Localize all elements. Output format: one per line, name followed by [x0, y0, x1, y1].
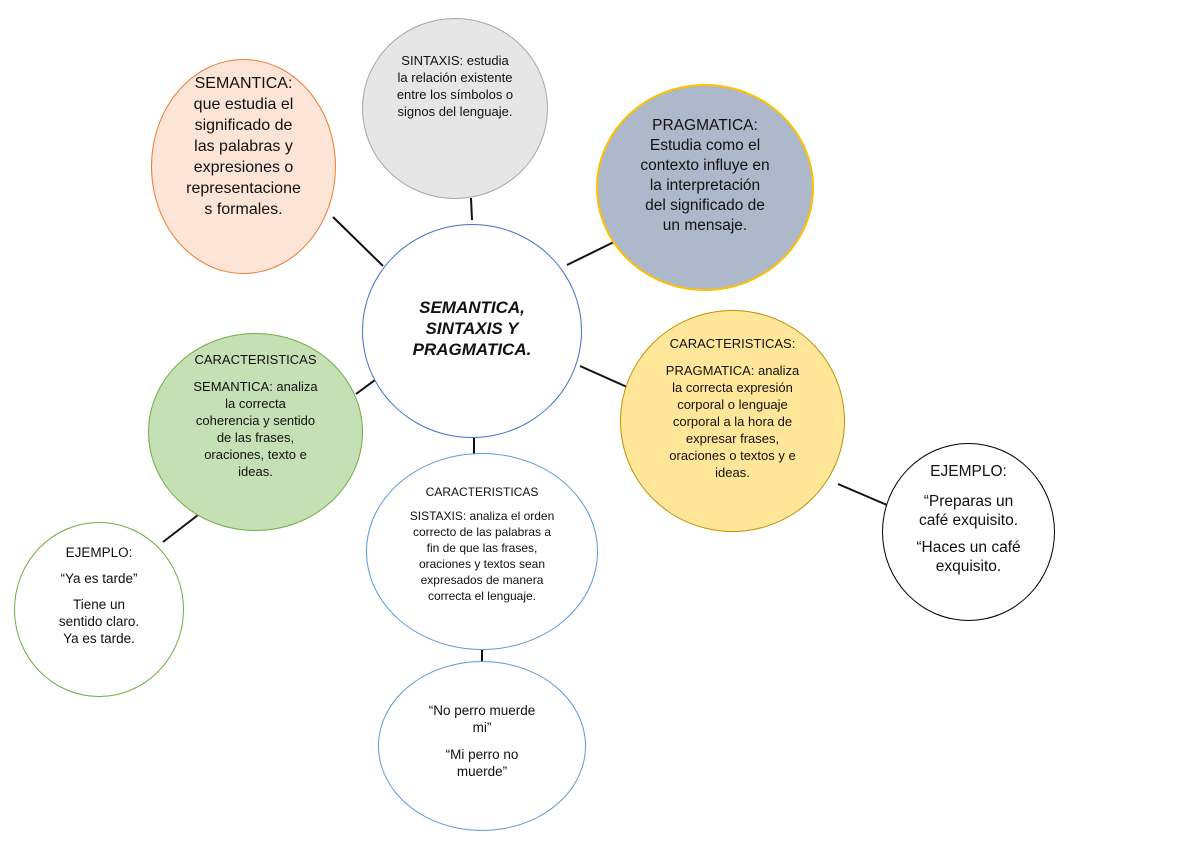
link-caract-semantica-ejemplo: [162, 514, 199, 543]
caract-pragmatica-line-6: oraciones o textos y e: [669, 448, 796, 463]
link-center-pragmatica: [566, 239, 619, 266]
link-center-caract-pragmatica: [579, 365, 628, 388]
caract-pragmatica-node: CARACTERISTICAS: PRAGMATICA: analiza la …: [620, 310, 845, 532]
ejemplo-semantica-line-2: sentido claro.: [58, 614, 140, 629]
caract-sintaxis-line-5: expresados de manera: [420, 572, 544, 587]
caract-semantica-heading: CARACTERISTICAS: [194, 351, 317, 367]
ejemplo-semantica-line-1: Tiene un: [72, 597, 126, 612]
semantica-line-6: representacione: [186, 180, 301, 197]
ejemplo-pragmatica-para2-line-2: exquisito.: [935, 558, 1002, 575]
pragmatica-line-4: la interpretación: [649, 176, 761, 194]
link-center-caract-semantica: [355, 379, 376, 395]
semantica-line-5: expresiones o: [193, 159, 294, 176]
caract-pragmatica-line-7: ideas.: [715, 465, 750, 480]
caract-pragmatica-line-4: corporal a la hora de: [672, 414, 793, 429]
center-title-line-3: PRAGMATICA.: [412, 339, 532, 359]
ejemplo-pragmatica-heading: EJEMPLO:: [930, 463, 1007, 480]
ejemplo-pragmatica-para2-line-1: “Haces un café: [916, 539, 1021, 556]
ejemplo-sintaxis-para2-line-1: “Mi perro no: [445, 747, 519, 762]
sintaxis-line-2: la relación existente: [397, 69, 513, 85]
pragmatica-line-1: PRAGMATICA:: [652, 116, 758, 134]
ejemplo-pragmatica-node: EJEMPLO: “Preparas un café exquisito. “H…: [882, 443, 1055, 621]
caract-pragmatica-line-3: corporal o lenguaje: [677, 397, 788, 412]
ejemplo-semantica-quote: “Ya es tarde”: [60, 571, 138, 586]
sintaxis-node: SINTAXIS: estudia la relación existente …: [362, 18, 548, 199]
sintaxis-line-4: signos del lenguaje.: [397, 103, 513, 119]
caract-sintaxis-line-4: oraciones y textos sean: [418, 556, 546, 571]
caract-semantica-line-6: ideas.: [238, 463, 273, 479]
pragmatica-node: PRAGMATICA: Estudia como el contexto inf…: [596, 84, 814, 291]
semantica-line-7: s formales.: [204, 201, 283, 218]
semantica-node: SEMANTICA: que estudia el significado de…: [151, 59, 336, 274]
ejemplo-sintaxis-para1-line-1: “No perro muerde: [428, 703, 536, 718]
ejemplo-sintaxis-para2-line-2: muerde”: [456, 764, 508, 779]
caract-sintaxis-heading: CARACTERISTICAS: [425, 484, 539, 499]
caract-semantica-line-4: de las frases,: [216, 429, 295, 445]
semantica-line-4: las palabras y: [194, 138, 293, 155]
caract-semantica-node: CARACTERISTICAS SEMANTICA: analiza la co…: [148, 333, 363, 531]
semantica-line-2: que estudia el: [193, 96, 294, 113]
caract-semantica-line-2: la correcta: [225, 395, 286, 411]
caract-pragmatica-line-2: la correcta expresión: [672, 380, 793, 395]
caract-semantica-line-1: SEMANTICA: analiza: [193, 378, 318, 394]
pragmatica-line-5: del significado de: [645, 196, 765, 214]
ejemplo-semantica-node: EJEMPLO: “Ya es tarde” Tiene un sentido …: [14, 522, 184, 697]
ejemplo-pragmatica-para1-line-1: “Preparas un: [923, 493, 1014, 510]
link-center-sintaxis: [470, 197, 473, 221]
sintaxis-line-3: entre los símbolos o: [396, 86, 514, 102]
center-title-line-2: SINTAXIS Y: [425, 318, 519, 338]
link-center-semantica: [332, 216, 384, 267]
sintaxis-line-1: SINTAXIS: estudia: [401, 52, 509, 68]
caract-semantica-line-5: oraciones, texto e: [204, 446, 307, 462]
pragmatica-line-2: Estudia como el: [649, 136, 761, 154]
center-node: SEMANTICA, SINTAXIS Y PRAGMATICA.: [362, 224, 582, 438]
semantica-line-1: SEMANTICA:: [194, 75, 293, 92]
pragmatica-line-3: contexto influye en: [640, 156, 770, 174]
caract-sintaxis-line-2: correcto de las palabras a: [412, 524, 552, 539]
ejemplo-pragmatica-para1-line-2: café exquisito.: [918, 512, 1019, 529]
caract-pragmatica-heading: CARACTERISTICAS:: [669, 336, 796, 351]
caract-pragmatica-line-5: expresar frases,: [685, 431, 780, 446]
ejemplo-semantica-heading: EJEMPLO:: [65, 545, 133, 560]
pragmatica-line-6: un mensaje.: [662, 216, 748, 234]
caract-sintaxis-line-6: correcta el lenguaje.: [427, 588, 537, 603]
ejemplo-sintaxis-para1-line-2: mi”: [472, 720, 492, 735]
semantica-line-3: significado de: [194, 117, 293, 134]
caract-sintaxis-line-3: fin de que las frases,: [426, 540, 538, 555]
caract-pragmatica-line-1: PRAGMATICA: analiza: [665, 363, 800, 378]
ejemplo-sintaxis-node: “No perro muerde mi” “Mi perro no muerde…: [378, 661, 586, 831]
ejemplo-semantica-line-3: Ya es tarde.: [63, 631, 135, 646]
caract-sintaxis-line-1: SISTAXIS: analiza el orden: [409, 508, 555, 523]
center-title-line-1: SEMANTICA,: [419, 297, 525, 317]
link-caract-pragmatica-ejemplo: [837, 483, 888, 506]
caract-sintaxis-node: CARACTERISTICAS SISTAXIS: analiza el ord…: [366, 453, 598, 650]
caract-semantica-line-3: coherencia y sentido: [195, 412, 316, 428]
